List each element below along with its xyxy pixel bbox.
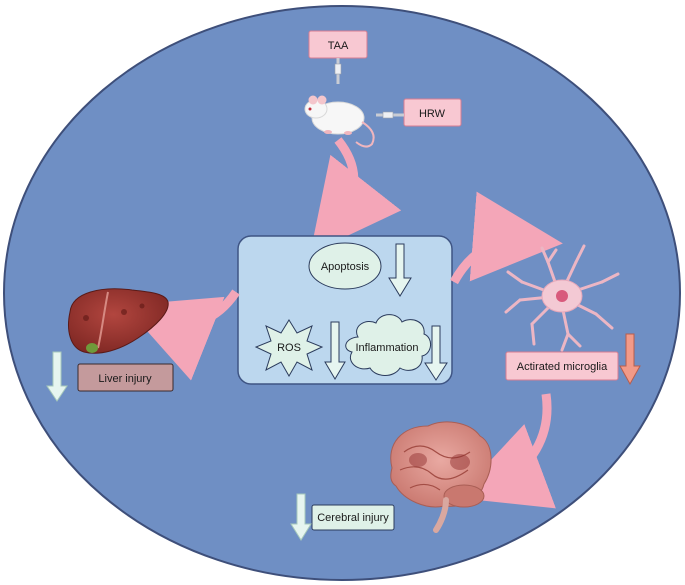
activated-microglia-box: Actirated microglia [505,351,619,381]
arrow-microglia-to-brain [455,393,556,509]
syringe-icon [334,58,342,84]
liver-injury-label: Liver injury [98,373,152,385]
brain-icon [390,421,492,533]
taa-label: TAA [328,40,349,52]
down-arrow-microglia [619,333,641,386]
apoptosis-label: Apoptosis [321,261,370,273]
activated-microglia-label: Actirated microglia [517,361,608,373]
arrow-rat-to-panel [310,137,402,254]
liver-icon [68,288,169,354]
hrw-label: HRW [419,108,446,120]
taa-box: TAA [308,30,368,59]
arrow-panel-to-liver [124,289,240,381]
inflammation-label: Inflammation [356,342,419,354]
microglia-cell-icon [504,244,620,352]
apoptosis-node: Apoptosis [308,242,382,290]
down-arrow-cerebral [290,493,312,541]
cerebral-injury-box: Cerebral injury [311,504,395,531]
down-arrow-inflammation [424,325,448,381]
rat-icon [304,95,375,148]
cerebral-injury-label: Cerebral injury [317,512,389,524]
down-arrow-ros [324,321,346,380]
down-arrow-liver [46,351,68,402]
ros-node: ROS [254,319,324,378]
syringe-icon [376,111,404,119]
inflammation-node: Inflammation [345,314,431,376]
liver-injury-box: Liver injury [77,363,174,392]
ros-label: ROS [277,342,301,354]
down-arrow-apoptosis [388,243,412,297]
arrow-panel-to-microglia [450,191,563,285]
hrw-box: HRW [403,98,462,127]
